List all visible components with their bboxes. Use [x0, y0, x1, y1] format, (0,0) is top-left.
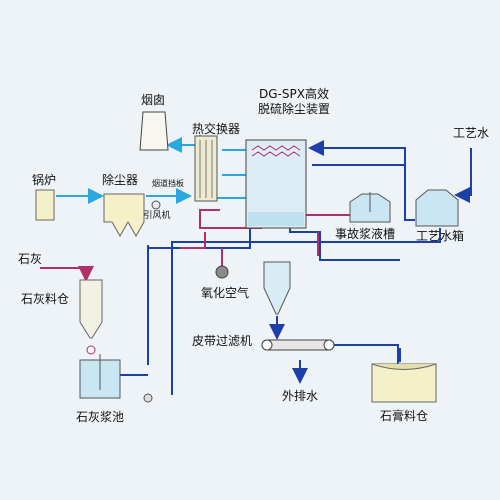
oxidation-air-blower: 氧化空气	[201, 265, 249, 300]
dust-collector: 除尘器 烟道挡板	[102, 172, 184, 238]
title-line-1: DG-SPX高效	[259, 86, 329, 101]
slurry-recirc-1	[199, 209, 262, 229]
fan-label: 引风机	[143, 209, 170, 221]
process-water-label: 工艺水	[453, 126, 489, 140]
chimney: 烟囱	[139, 93, 169, 151]
hydrocyclone	[263, 261, 291, 315]
lime-label: 石灰	[18, 252, 42, 266]
boiler-label: 锅炉	[32, 172, 56, 187]
boiler: 锅炉	[32, 172, 56, 221]
dust-collector-label: 除尘器	[102, 172, 138, 187]
chimney-label: 烟囱	[141, 93, 165, 107]
smoke-baffle-label: 烟道挡板	[152, 178, 184, 188]
process-water-tank: 工艺水箱	[415, 189, 464, 243]
accident-tank-label: 事故浆液槽	[335, 226, 395, 241]
heat-exchanger-label: 热交换器	[192, 121, 240, 136]
belt-filter-label: 皮带过滤机	[192, 334, 252, 348]
accident-tank: 事故浆液槽	[335, 192, 395, 241]
heat-exchanger: 热交换器	[192, 121, 240, 202]
belt-filter: 皮带过滤机	[192, 334, 335, 351]
slurry-recirc-2	[180, 232, 206, 249]
title-line-2: 脱硫除尘装置	[258, 101, 330, 116]
belt-to-gypsum	[334, 344, 399, 364]
lime-silo: 石灰料仓	[21, 279, 103, 355]
gypsum-silo-label: 石膏料仓	[380, 408, 428, 423]
process-water-return	[171, 228, 441, 395]
lime-slurry-tank-label: 石灰浆池	[76, 409, 124, 424]
absorber-tower: DG-SPX高效 脱硫除尘装置	[245, 86, 330, 229]
process-water-inlet	[454, 148, 472, 203]
slurry-pump	[143, 393, 153, 403]
lime-silo-label: 石灰料仓	[21, 292, 69, 306]
fan: 引风机	[143, 200, 171, 221]
external-drain-label: 外排水	[282, 389, 318, 403]
process-water-tank-label: 工艺水箱	[416, 228, 464, 243]
lime-slurry-tank: 石灰浆池	[76, 354, 124, 424]
tank-to-absorber-line	[308, 140, 415, 221]
oxidation-air-label: 氧化空气	[201, 285, 249, 300]
lime-feed-line	[40, 266, 94, 282]
gypsum-silo: 石膏料仓	[371, 363, 437, 423]
